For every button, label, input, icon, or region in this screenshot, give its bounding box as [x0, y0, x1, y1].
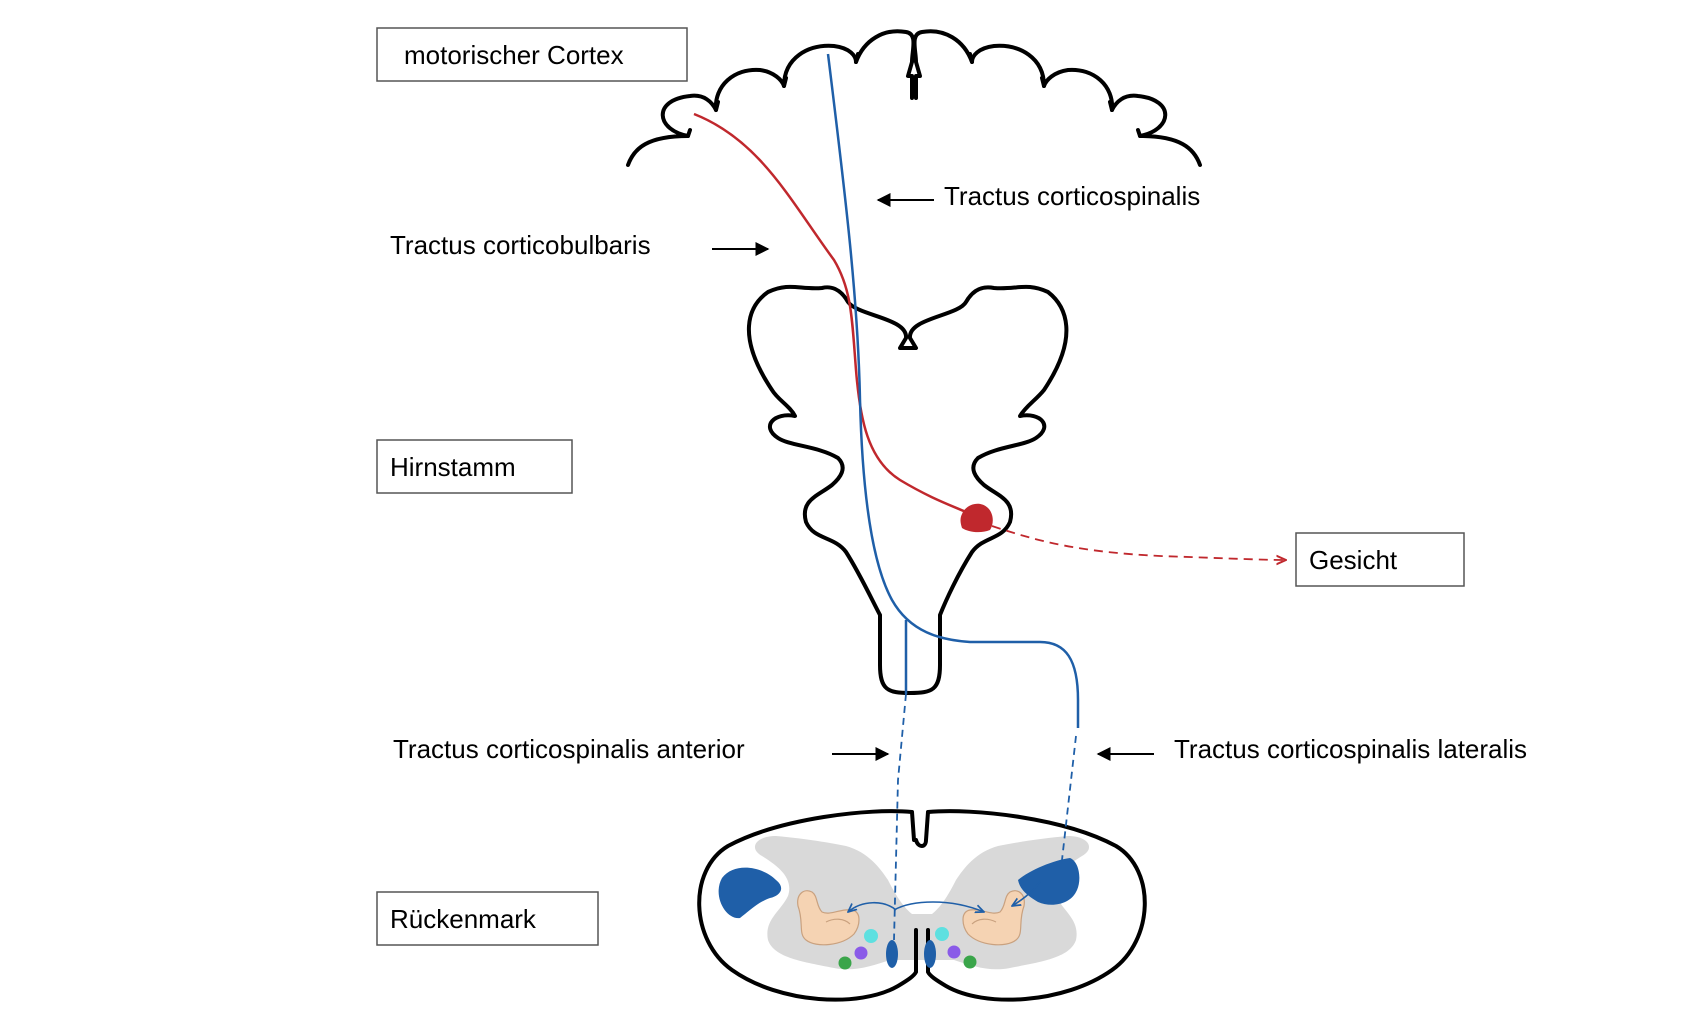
facial-nucleus: [960, 503, 993, 533]
lateral-tract-left: [718, 867, 782, 919]
lateral-tract-dashed: [1061, 735, 1077, 861]
lateral-label: Tractus corticospinalis lateralis: [1174, 734, 1527, 764]
cortex-sulcus: [1136, 128, 1142, 138]
anterior-tract-right: [924, 940, 936, 968]
spinal-cord-outline: [697, 809, 1147, 1002]
corticobulbar-tract: [693, 112, 967, 514]
nucleus-purple-right: [947, 945, 961, 959]
cortex-sulcus: [968, 52, 974, 64]
spinal-cord-label: Rückenmark: [390, 904, 537, 934]
spinal-cord: [697, 809, 1147, 1002]
corticobulbar-label: Tractus corticobulbaris: [390, 230, 651, 260]
motor-cortex-label: motorischer Cortex: [404, 40, 624, 70]
motor-cortex-box: motorischer Cortex: [376, 27, 688, 82]
cortex-sulcus: [686, 128, 692, 138]
cortex-sulcus: [1040, 76, 1046, 88]
spinal-cord-box: Rückenmark: [376, 891, 599, 946]
brainstem-box: Hirnstamm: [376, 439, 573, 494]
corticobulbar-to-face: [991, 525, 1286, 560]
nucleus-cyan-right: [935, 927, 949, 941]
nucleus-green-right: [963, 955, 977, 969]
corticospinal-tract: [826, 53, 1080, 728]
anterior-tract-left: [886, 940, 898, 968]
synapse-arrow-lateral: [1012, 881, 1041, 906]
muscle-right-icon: [962, 890, 1025, 946]
cortex-sulcus: [782, 76, 788, 88]
nucleus-purple-left: [854, 946, 868, 960]
corticospinal-label: Tractus corticospinalis: [944, 181, 1200, 211]
brainstem-label: Hirnstamm: [390, 452, 516, 482]
cortex-sulcus: [854, 52, 860, 64]
nucleus-cyan-left: [864, 929, 878, 943]
synapse-arrow-right: [893, 901, 984, 912]
anterior-label: Tractus corticospinalis anterior: [393, 734, 745, 764]
anterior-tract-dashed: [893, 693, 907, 941]
cortex-gyri: [626, 29, 1202, 167]
brainstem-outline: [747, 284, 1069, 695]
cortex-sulcus: [714, 100, 720, 112]
synapse-arrow-left: [848, 901, 897, 912]
face-label: Gesicht: [1309, 545, 1398, 575]
face-box: Gesicht: [1295, 532, 1465, 587]
nucleus-green-left: [838, 956, 852, 970]
motor-cortex-outline: [626, 29, 1202, 167]
lateral-tract-right: [1018, 858, 1080, 905]
cortex-sulcus: [1108, 100, 1114, 112]
